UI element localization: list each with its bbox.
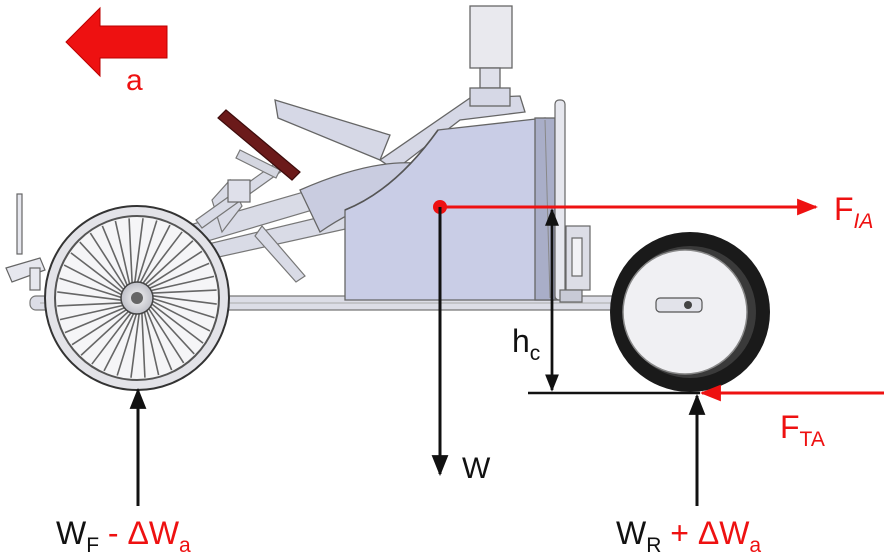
front-bumper [5,193,46,291]
wheel-spoke [80,309,131,356]
cg-height-label: hc [512,323,540,365]
acceleration-arrow [65,6,168,78]
front-wheel [44,205,230,391]
wheel-spoke [147,262,210,290]
wheel-spoke [148,275,215,292]
wheel-spoke [59,277,124,299]
wheel-spoke [143,240,194,287]
wheel-spoke [150,289,217,295]
wheel-spoke [70,252,125,294]
wheel-spoke [149,302,204,344]
wheel-spoke [89,232,127,290]
rear-roll-bar [554,99,591,303]
wheel-spoke [133,218,144,285]
wheel-spoke [141,231,183,286]
front-load-label: WF - ΔWa [56,515,191,554]
wheel-spoke [150,297,215,319]
wheel-spoke [140,311,146,378]
wheel-spoke [147,306,185,364]
wheel-spoke [130,311,141,378]
steering-wheel [217,109,301,181]
wheel-spoke [103,311,136,372]
wheel-spoke [143,309,160,376]
steering-assembly [217,109,301,203]
acceleration-label: a [126,64,143,97]
wheel-spoke [145,308,173,371]
wheel-spoke [136,220,158,285]
wheel-spoke [150,294,217,305]
wheel-spoke [145,250,203,288]
wheel-spoke [59,304,126,321]
wheel-spoke [138,224,171,285]
rear-wheel [610,232,770,392]
inertia-force-label: FIA [834,191,873,233]
wheel-spoke [148,304,195,355]
wheel-spoke [71,308,129,346]
traction-force-label: FTA [780,409,825,451]
wheel-spoke [128,218,134,285]
vehicle-drawing [5,5,770,392]
wheel-spoke [91,310,133,365]
rear-load-label: WR + ΔWa [616,515,761,554]
wheel-spoke [63,264,124,297]
weight-label: W [462,452,491,485]
wheel-spoke [150,299,211,332]
wheel-spoke [57,291,124,302]
wheel-spoke [57,301,124,307]
wheel-spoke [79,241,126,292]
wheel-spoke [116,311,138,376]
driver-head-block [469,5,513,107]
wheel-spoke [64,306,127,334]
wheel-spoke [114,220,131,287]
wheel-spoke [101,225,129,288]
